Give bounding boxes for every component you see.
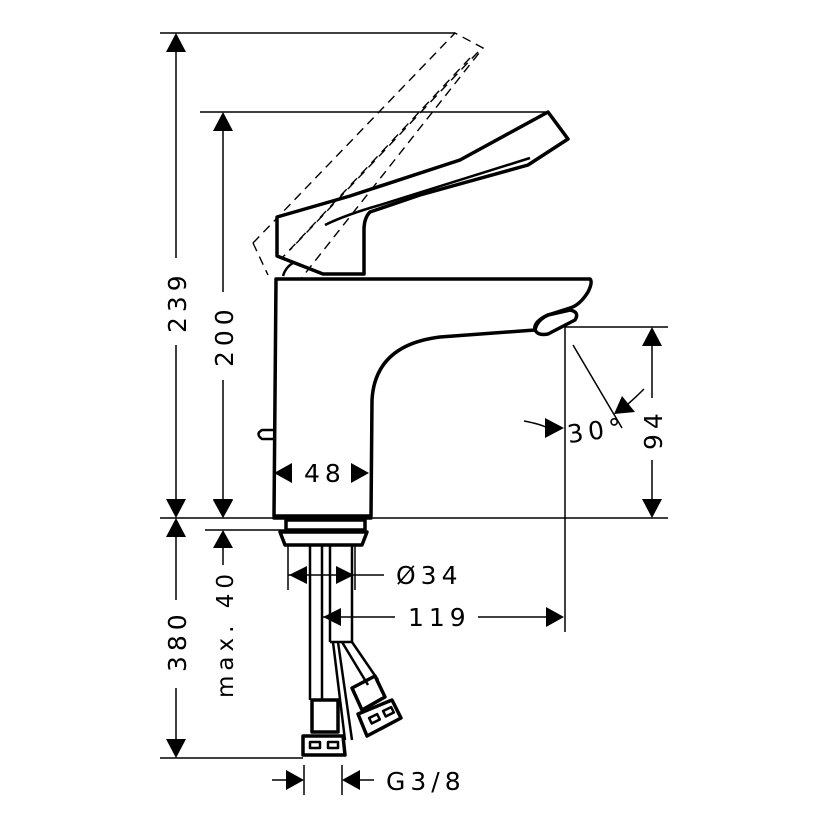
dimension-239: 239: [163, 33, 192, 518]
arrow-up-icon: [166, 33, 186, 52]
dimension-119: 119: [321, 603, 564, 632]
arrow-down-icon: [166, 739, 186, 758]
dimension-spray-angle: 30°: [523, 344, 645, 449]
arrow-left-icon: [342, 770, 360, 790]
arrow-down-icon: [642, 499, 662, 518]
mounting-shank-and-hoses: [278, 518, 403, 757]
arrow-left-icon: [274, 463, 292, 483]
arrow-up-icon: [166, 518, 186, 537]
dimension-label-119: 119: [408, 603, 471, 632]
arrow-right-icon: [351, 463, 369, 483]
lever-open-position-outline: [252, 32, 485, 281]
arrow-left-icon: [323, 608, 341, 626]
dimension-label-94: 94: [639, 408, 668, 450]
dimension-200: 200: [210, 112, 239, 518]
dimension-label-g3-8: G3/8: [386, 767, 466, 796]
faucet-body: [257, 277, 593, 520]
arrow-right-icon: [546, 607, 564, 627]
dimension-label-380: 380: [163, 609, 192, 672]
dimension-max-40: max. 40: [213, 500, 239, 698]
dimension-label-diameter-34: Ø34: [396, 561, 463, 590]
arrow-right-icon: [336, 566, 354, 584]
dimension-label-max-40: max. 40: [213, 569, 239, 698]
lever-handle: [275, 110, 570, 277]
arrow-right-icon: [545, 418, 564, 438]
arrow-left-icon: [614, 396, 635, 414]
arrow-left-icon: [289, 566, 307, 584]
arrow-down-icon: [213, 500, 233, 518]
dimension-380: 380: [163, 518, 192, 758]
arrow-right-icon: [286, 770, 304, 790]
dimension-48: 48: [274, 459, 369, 488]
arrow-up-icon: [213, 530, 233, 548]
dimension-label-200: 200: [210, 304, 239, 367]
arrow-up-icon: [642, 327, 662, 346]
dimension-94: 94: [639, 327, 668, 518]
dimension-label-30-degrees: 30°: [565, 412, 628, 449]
dimension-label-239: 239: [163, 270, 192, 333]
extension-lines: [160, 32, 668, 759]
dimension-diameter-34: Ø34: [287, 545, 463, 590]
arrow-down-icon: [166, 499, 186, 518]
dimension-hose-connection: G3/8: [272, 765, 466, 796]
dimension-label-48: 48: [304, 459, 346, 488]
arrow-up-icon: [213, 112, 233, 131]
